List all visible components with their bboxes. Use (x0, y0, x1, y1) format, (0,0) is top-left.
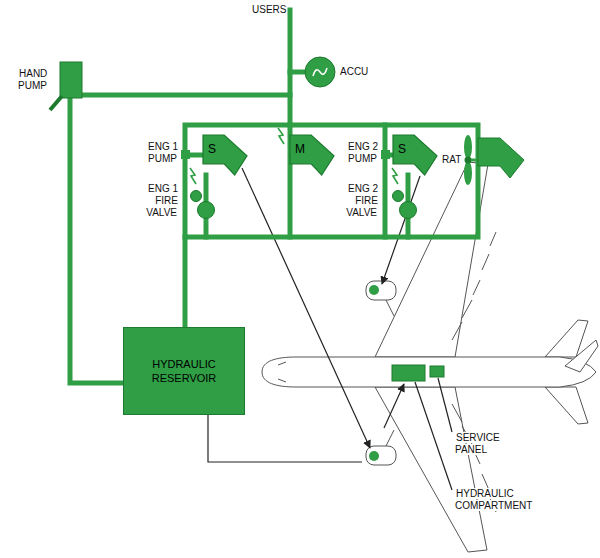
reservoir-link-line (208, 415, 362, 462)
hand-pump-symbol (60, 62, 82, 98)
label-text: USERS (251, 4, 287, 15)
upper-engine-pump-dot (369, 285, 379, 295)
pump-symbol: M (290, 135, 334, 175)
pump-shape (290, 135, 334, 175)
users-line (288, 10, 293, 125)
label-text: ENG 1 FIRE VALVE (146, 183, 178, 218)
rat-hub (465, 157, 472, 164)
reservoir-location-arrow (384, 384, 404, 428)
upper-flap-lines (452, 232, 496, 340)
component-label: ENG 2 FIRE VALVE (336, 183, 378, 219)
top-rail (70, 93, 290, 98)
upper-wing (375, 162, 488, 357)
manifold-divider (383, 125, 388, 237)
eng2-fire-valve (400, 202, 417, 219)
service-panel-leader (438, 378, 452, 432)
lower-stabilizer (545, 387, 588, 424)
label-text: HYDRAULIC COMPARTMENT (455, 488, 533, 511)
rat-symbol (464, 135, 524, 185)
pump-letter: S (398, 142, 437, 156)
component-label: RAT (441, 154, 465, 166)
lightning-symbol (190, 168, 196, 184)
rat-pump (478, 138, 524, 178)
rat-blade (464, 135, 472, 159)
compartment-leader (415, 382, 452, 490)
label-text: ENG 1 PUMP (147, 141, 178, 164)
accumulator-mark (313, 68, 327, 76)
rat-shaft (471, 159, 478, 162)
component-label: ENG 1 FIRE VALVE (136, 183, 178, 219)
lower-engine (366, 446, 396, 465)
eng1-fire-valve (198, 202, 215, 219)
upper-pylon (386, 300, 394, 316)
pump-manifold (185, 125, 478, 237)
lightning-symbol (278, 128, 284, 144)
eng2-drive-square (381, 150, 390, 159)
hand-pump-handle (50, 96, 62, 110)
hand-pump-line (70, 95, 123, 383)
lower-pylon (386, 430, 394, 446)
eng2-location-arrow (382, 176, 420, 284)
pump-symbol: S (203, 135, 247, 175)
pump-letter: S (208, 142, 247, 156)
accu-branch (290, 70, 306, 75)
label-text: ENG 2 FIRE VALVE (346, 183, 378, 218)
eng2-valve-motor (393, 191, 404, 202)
aircraft-outline (262, 162, 598, 552)
component-label: ACCU (339, 66, 379, 78)
label-text: HAND PUMP (18, 68, 48, 91)
pump-symbol: S (393, 135, 437, 175)
pump-shape (203, 135, 247, 175)
supply-label: USERS (251, 4, 291, 16)
tail-fin (565, 340, 598, 372)
label-text: ENG 2 PUMP (347, 141, 378, 164)
reservoir-supply (183, 237, 188, 327)
label-text: RAT (441, 154, 462, 165)
eng1-drive-square (181, 150, 190, 159)
lightning-symbol (392, 168, 398, 184)
eng1-valve-motor (191, 191, 202, 202)
location-label: HYDRAULIC COMPARTMENT (455, 488, 545, 512)
electric-symbols (190, 128, 398, 184)
pump-letter: M (295, 142, 334, 156)
component-label: ENG 1 PUMP (136, 141, 178, 165)
eng1-drive-link (190, 153, 203, 158)
rat-blade (464, 161, 472, 185)
upper-engine (366, 281, 396, 300)
upper-stabilizer (545, 320, 588, 357)
pump-shape (393, 135, 437, 175)
fuselage (262, 357, 596, 387)
fire-valves (191, 191, 417, 219)
cockpit-lines (278, 362, 286, 382)
lower-engine-pump-dot (369, 451, 379, 461)
label-text: ACCU (339, 66, 369, 77)
box-text: HYDRAULIC RESERVOIR (144, 357, 224, 385)
hydraulic-compartment-mark (392, 365, 425, 381)
location-label: SERVICE PANEL (455, 432, 517, 456)
component-label: HAND PUMP (18, 68, 56, 92)
reservoir-box: HYDRAULIC RESERVOIR (123, 327, 245, 415)
accumulator-symbol (305, 57, 335, 87)
label-text: SERVICE PANEL (455, 432, 500, 455)
service-panel-mark (430, 366, 444, 377)
component-label: ENG 2 PUMP (336, 141, 378, 165)
